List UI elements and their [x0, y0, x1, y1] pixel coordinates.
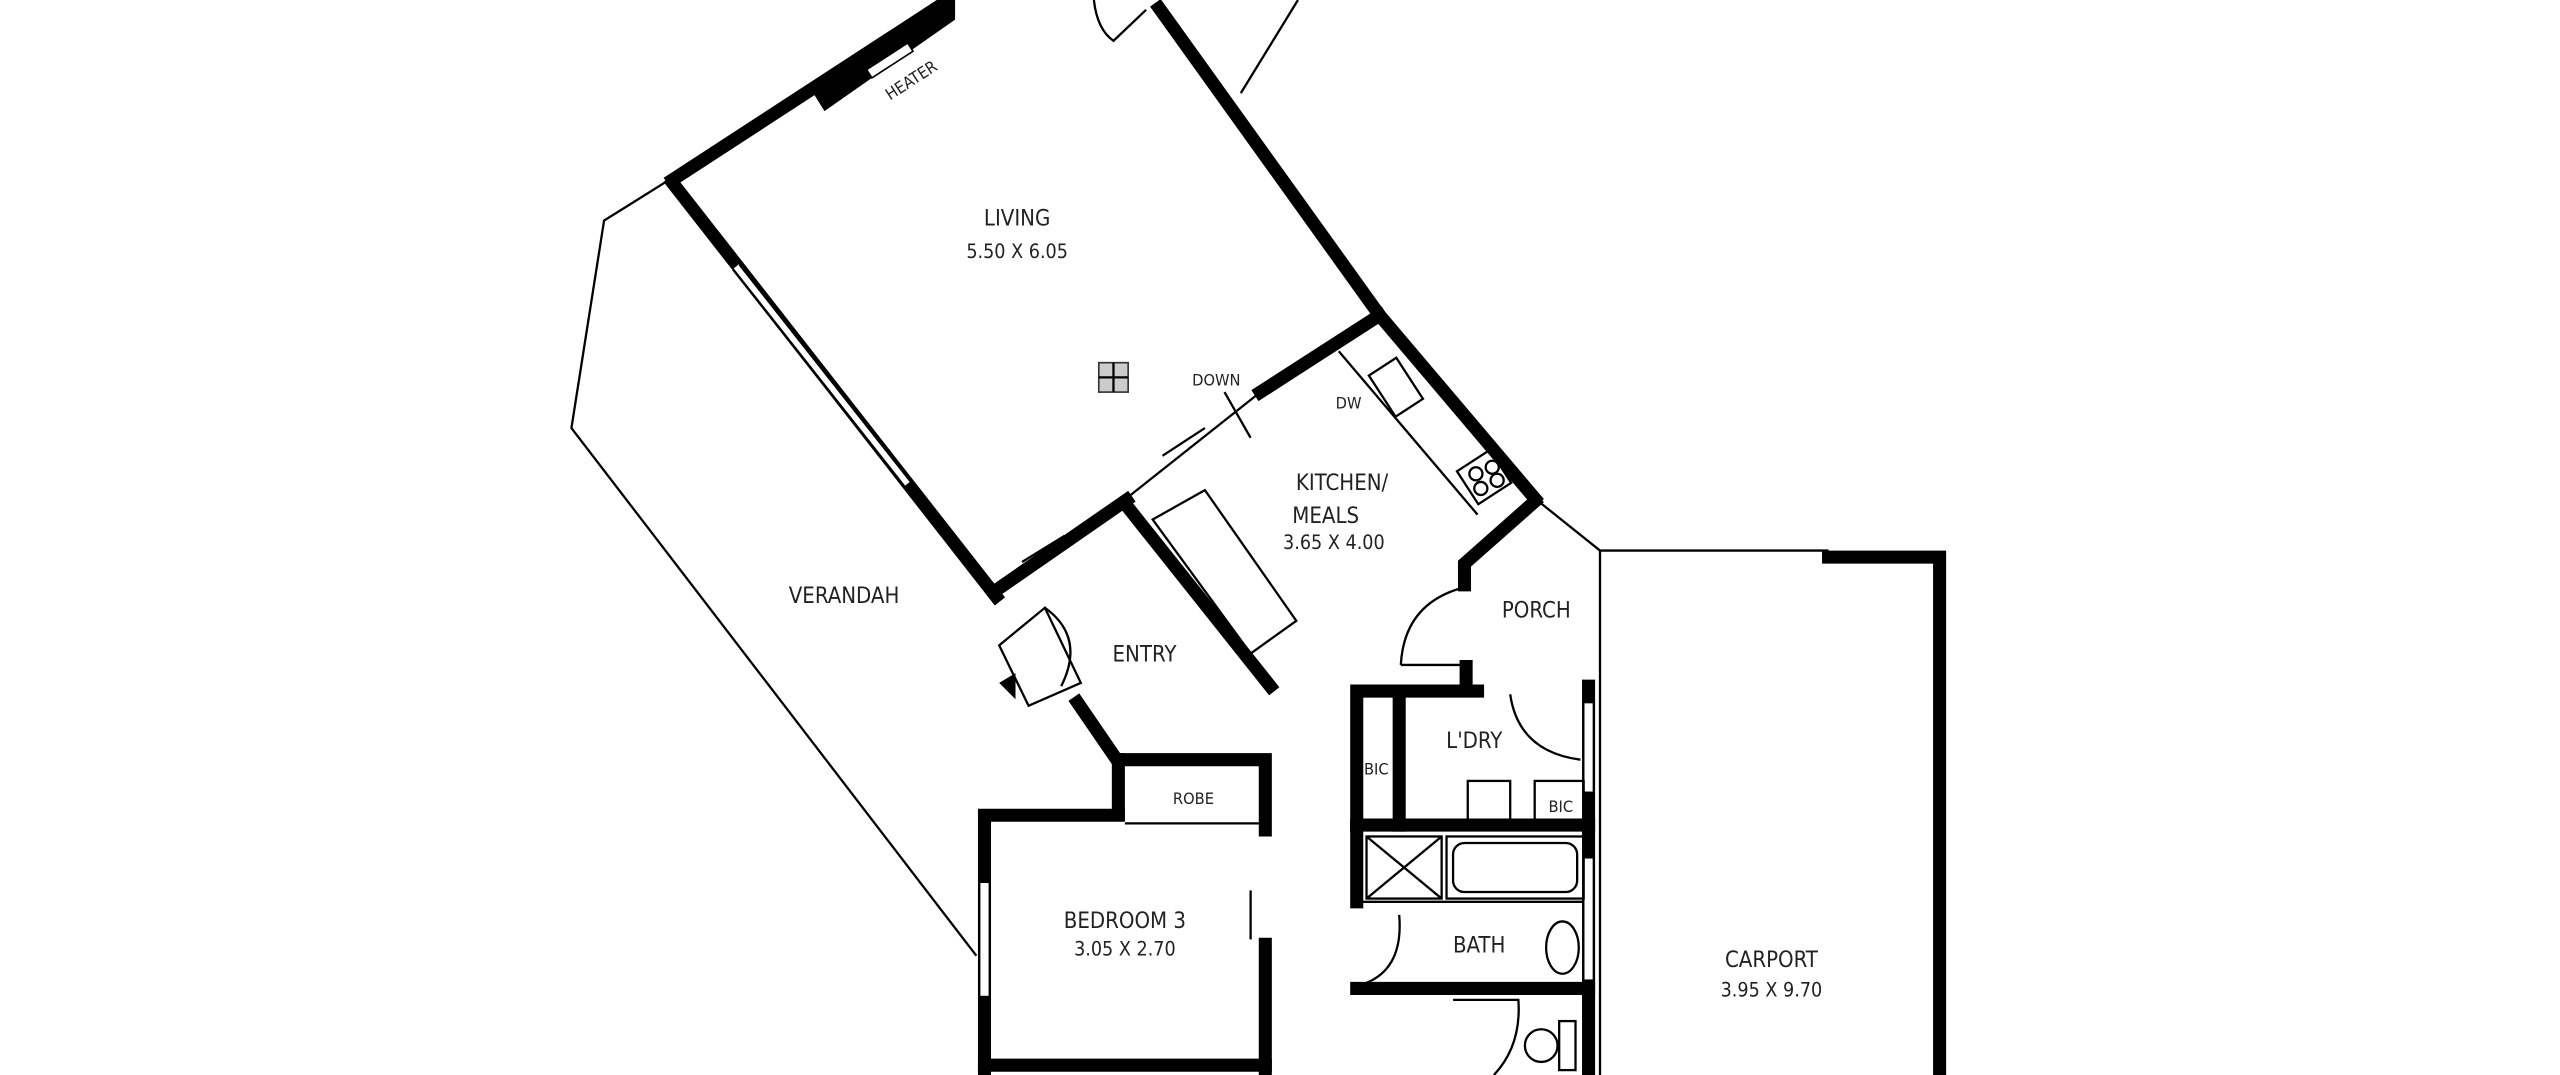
carport-size: 3.95 X 9.70	[1721, 979, 1823, 1002]
door-arc-top	[1092, 0, 1147, 43]
living-kitchen-wall	[1251, 306, 1389, 402]
carport-label: CARPORT	[1725, 948, 1819, 973]
kitchen-size: 3.65 X 4.00	[1283, 531, 1385, 554]
laundry-wall	[1350, 684, 1485, 832]
bath-label: BATH	[1453, 933, 1505, 958]
bic-label: BIC	[1548, 797, 1573, 816]
robe-label: ROBE	[1173, 789, 1214, 808]
verandah-label: VERANDAH	[789, 584, 900, 609]
laundry-label: L'DRY	[1446, 729, 1503, 754]
heater-icon	[865, 41, 915, 80]
vanity-basin-icon	[1544, 920, 1580, 975]
kitchen-wall-right	[1457, 492, 1544, 592]
living-label: LIVING	[984, 206, 1050, 231]
kitchen-wall-left	[1120, 500, 1280, 696]
door-arc-wc	[1453, 998, 1520, 1075]
stairs-label: DOWN	[1192, 371, 1240, 390]
door-arc-bath	[1359, 914, 1401, 987]
verandah-outline	[570, 178, 978, 957]
heater-block	[808, 0, 956, 112]
door-arc-porch	[1399, 587, 1462, 665]
bedroom3-label: BEDROOM 3	[1064, 909, 1186, 934]
entry-wall	[1068, 693, 1272, 837]
kitchen-label: KITCHEN/	[1296, 471, 1389, 496]
cooktop-icon	[1455, 448, 1513, 506]
shower-icon	[1365, 835, 1443, 900]
entry-label: ENTRY	[1113, 643, 1178, 668]
living-size: 5.50 X 6.05	[966, 240, 1068, 263]
porch-outline	[1533, 497, 1829, 552]
dishwasher-label: DW	[1336, 393, 1362, 412]
kitchen-bench	[1150, 488, 1298, 656]
toilet-icon	[1523, 1028, 1559, 1064]
bedroom3-size: 3.05 X 2.70	[1074, 938, 1176, 961]
laundry-tub-icon	[1466, 779, 1512, 822]
bedroom-window	[978, 881, 991, 998]
living-wall-right	[1150, 0, 1544, 508]
living-window	[733, 264, 911, 486]
door-arc-laundry	[1509, 694, 1581, 761]
sink-icon	[1367, 356, 1425, 419]
bic-label: BIC	[1364, 759, 1389, 778]
entry-door	[997, 605, 1083, 708]
carport-wall	[1822, 550, 1947, 1075]
porch-label: PORCH	[1502, 599, 1571, 624]
sliding-door-arrow	[1161, 427, 1206, 457]
stairs-arrow	[1223, 391, 1252, 439]
kitchen-label-2: MEALS	[1292, 504, 1359, 529]
entry-marker-icon	[999, 673, 1016, 700]
door-arc-entry	[1044, 606, 1072, 687]
bathtub-icon	[1445, 835, 1585, 900]
